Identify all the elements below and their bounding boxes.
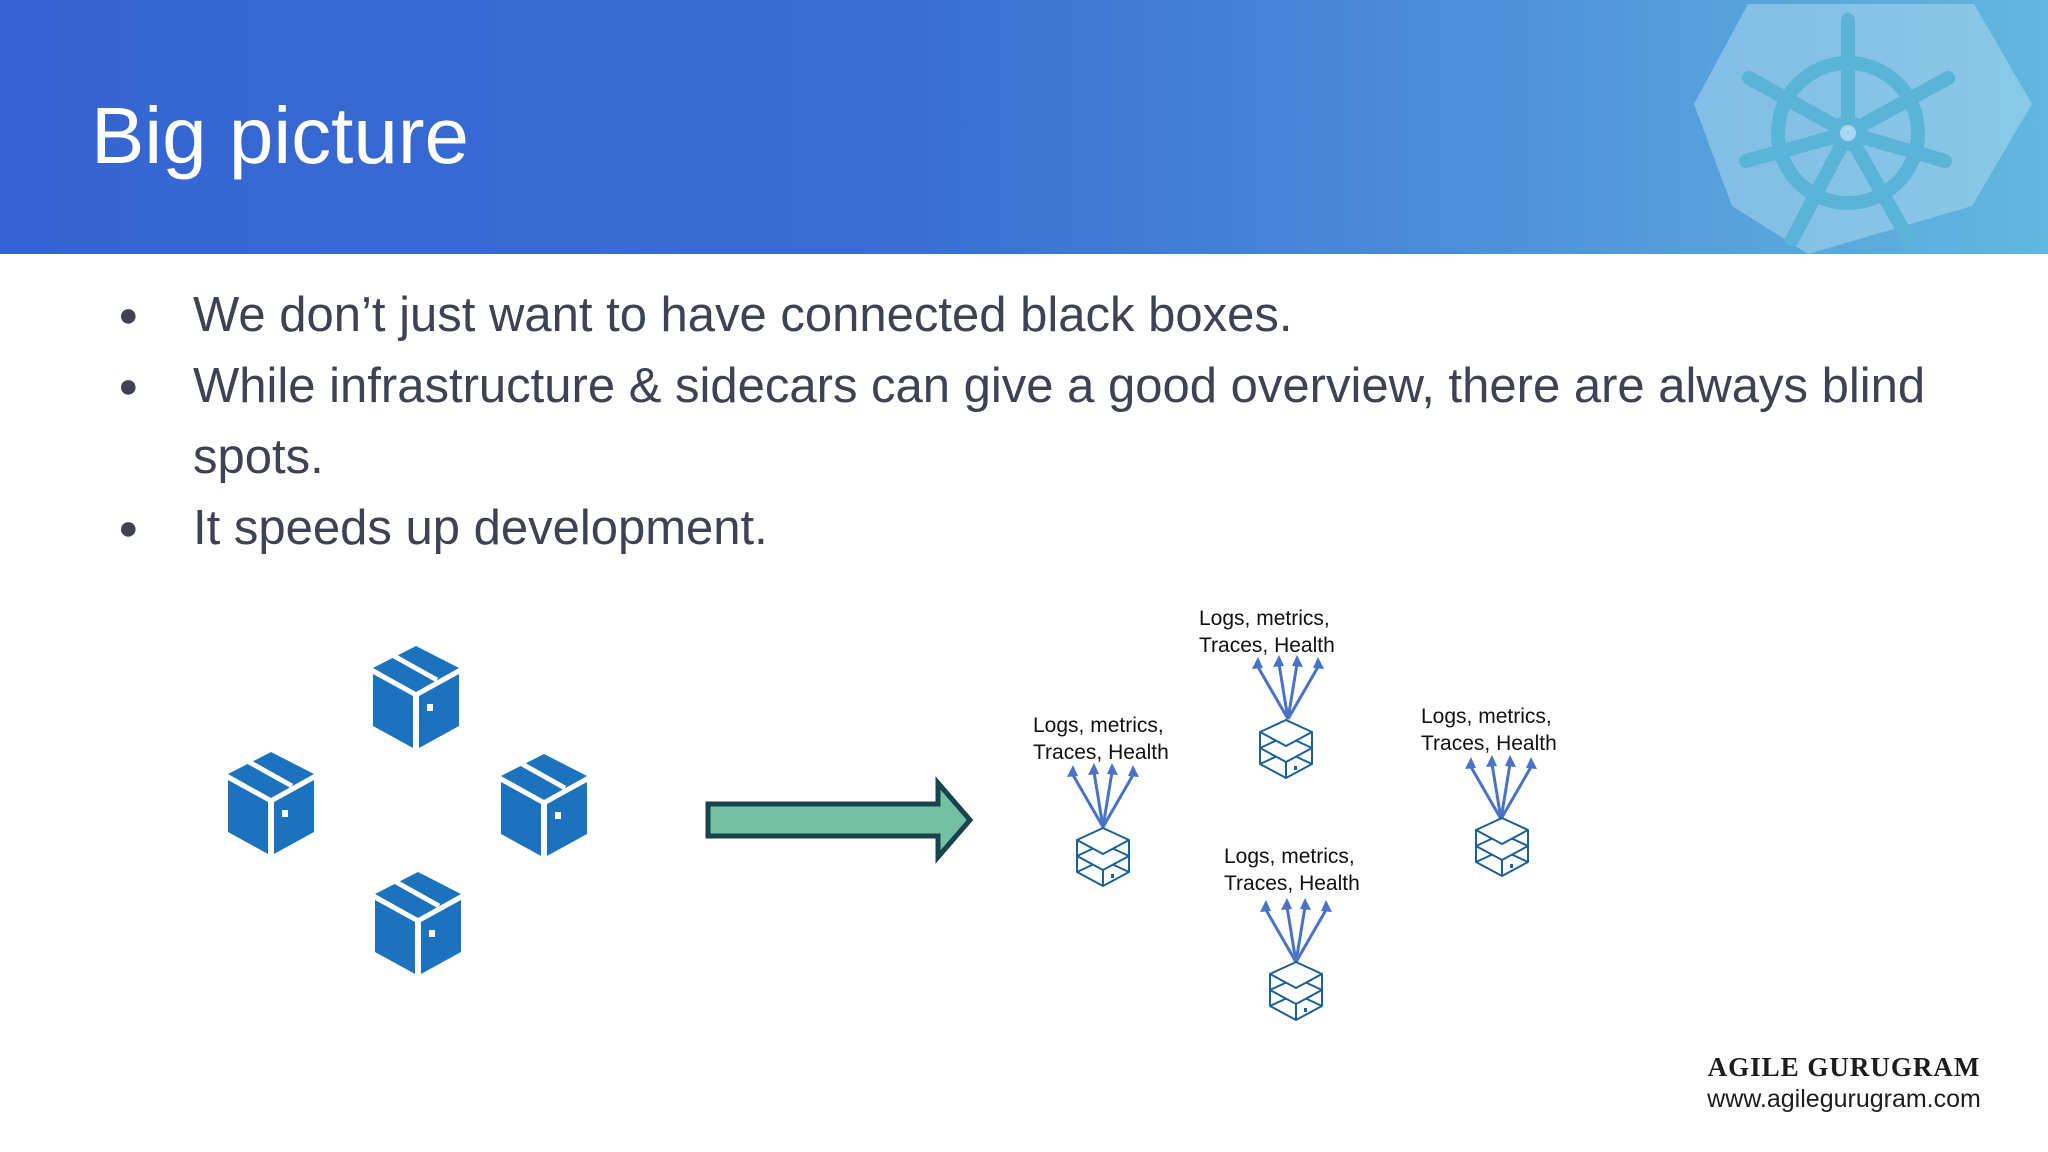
bullet-text: While infrastructure & sidecars can give… bbox=[193, 359, 1926, 484]
brand-url: www.agilegurugram.com bbox=[1707, 1085, 1981, 1113]
kubernetes-helm-icon bbox=[1694, 4, 2032, 254]
bullet-marker: ● bbox=[118, 296, 139, 334]
bullet-marker: ● bbox=[118, 509, 139, 547]
service-label-line2: Traces, Health bbox=[1199, 634, 1335, 657]
box-icon bbox=[1475, 817, 1529, 877]
box-icon bbox=[1259, 719, 1313, 779]
service-label-line2: Traces, Health bbox=[1421, 732, 1557, 755]
architecture-diagram: Logs, metrics, Traces, Health Logs, metr… bbox=[0, 607, 1557, 1021]
box-icon bbox=[1076, 827, 1130, 887]
service-label-line1: Logs, metrics, bbox=[1199, 607, 1330, 630]
bullet-item: ● While infrastructure & sidecars can gi… bbox=[118, 351, 1978, 493]
box-icon bbox=[228, 752, 314, 854]
bullet-text: We don’t just want to have connected bla… bbox=[193, 288, 1293, 342]
signal-arrows-icon bbox=[1258, 898, 1334, 964]
service-label-line1: Logs, metrics, bbox=[1033, 714, 1164, 737]
service-group: Logs, metrics, Traces, Health bbox=[1199, 607, 1335, 779]
bullet-marker: ● bbox=[118, 367, 139, 405]
box-icon bbox=[375, 872, 461, 974]
service-group: Logs, metrics, Traces, Health bbox=[1224, 845, 1360, 1021]
box-icon bbox=[1269, 961, 1323, 1021]
box-icon bbox=[501, 754, 587, 856]
bullet-list: ● We don’t just want to have connected b… bbox=[118, 280, 1978, 564]
signal-arrows-icon bbox=[1065, 763, 1141, 829]
title-banner: Big picture bbox=[0, 0, 2048, 254]
brand-name: AGILE GURUGRAM bbox=[1707, 1052, 1981, 1082]
bullet-item: ● It speeds up development. bbox=[118, 493, 1978, 564]
service-label-line2: Traces, Health bbox=[1224, 872, 1360, 895]
signal-arrows-icon bbox=[1250, 655, 1326, 721]
box-icon bbox=[373, 646, 459, 748]
bullet-text: It speeds up development. bbox=[193, 501, 768, 555]
service-group: Logs, metrics, Traces, Health bbox=[1033, 714, 1169, 887]
service-label-line1: Logs, metrics, bbox=[1421, 705, 1552, 728]
slide-title: Big picture bbox=[91, 91, 469, 180]
bullet-item: ● We don’t just want to have connected b… bbox=[118, 280, 1978, 351]
brand-footer: AGILE GURUGRAM www.agilegurugram.com bbox=[1694, 1050, 1994, 1114]
service-label-line1: Logs, metrics, bbox=[1224, 845, 1355, 868]
signal-arrows-icon bbox=[1463, 755, 1539, 821]
service-group: Logs, metrics, Traces, Health bbox=[1421, 705, 1557, 877]
right-arrow-icon bbox=[705, 776, 974, 864]
service-label-line2: Traces, Health bbox=[1033, 741, 1169, 764]
